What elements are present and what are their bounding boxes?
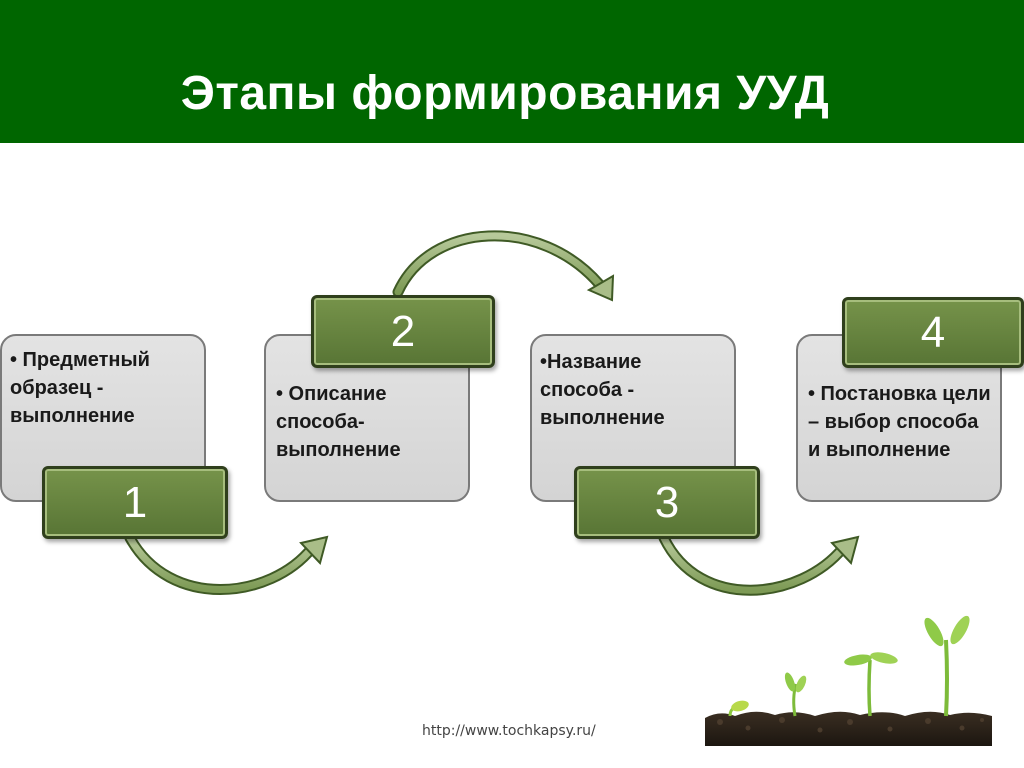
arrow-2-to-3 [392, 230, 615, 302]
stage-4-text: • Постановка цели – выбор способа и выпо… [808, 383, 991, 461]
arrow-3-to-4 [658, 532, 860, 596]
stage-2-number-box: 2 [311, 295, 495, 368]
slide-title: Этапы формирования УУД [180, 67, 830, 120]
stage-4-number-box: 4 [842, 297, 1024, 368]
arrow-1-to-2 [124, 532, 329, 595]
stage-3-number-box: 3 [574, 466, 760, 539]
seedlings-image [705, 615, 992, 746]
header-bar [0, 0, 1024, 143]
source-url: http://www.tochkapsy.ru/ [422, 723, 596, 739]
stage-3-text: •Название способа - выполнение [540, 351, 665, 429]
stage-1-text: • Предметный образец - выполнение [10, 349, 150, 427]
stage-2-text: • Описание способа- выполнение [276, 383, 401, 461]
stage-1-number-box: 1 [42, 466, 228, 539]
